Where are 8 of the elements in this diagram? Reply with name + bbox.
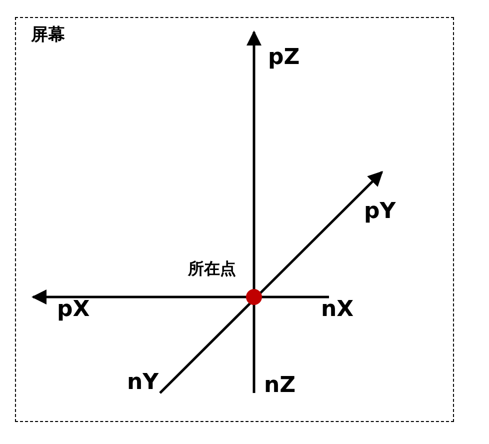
frame-title: 屏幕 <box>31 27 65 44</box>
axis-label: nY <box>127 372 159 394</box>
point-label: 所在点 <box>188 261 236 277</box>
axis-label: pY <box>364 201 396 223</box>
axis-label: pZ <box>268 47 300 69</box>
axis-label: nZ <box>264 375 296 397</box>
axis-label: nX <box>321 299 354 321</box>
axis-label: pX <box>57 299 90 321</box>
